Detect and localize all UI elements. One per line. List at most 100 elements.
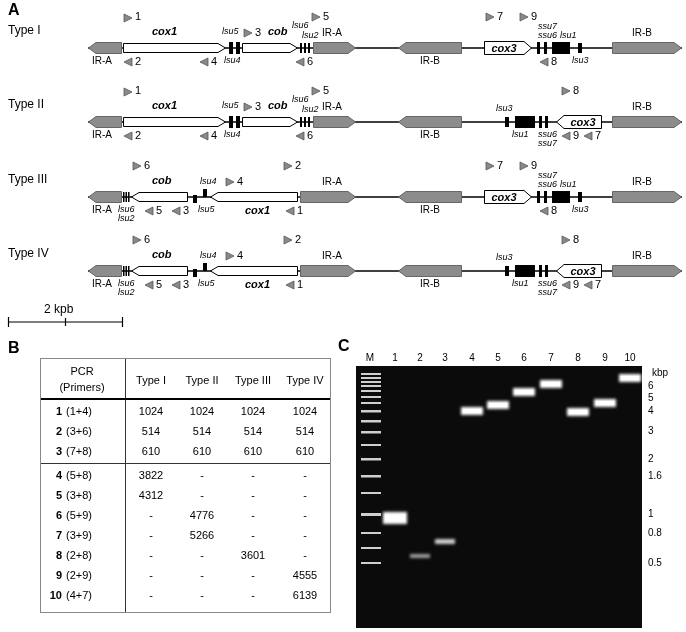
- repeat-label: IR-A: [92, 279, 112, 289]
- rna-gene-label: lsu2: [302, 105, 319, 114]
- repeat-label: IR-B: [632, 28, 652, 38]
- rna-gene-label: lsu3: [572, 205, 589, 214]
- row-label: 2 kpb: [44, 303, 73, 315]
- rna-gene-label: lsu5: [222, 101, 239, 110]
- table-cell: 6139: [293, 590, 317, 601]
- repeat-arrow: IR-B: [612, 42, 682, 54]
- sample-bands: [383, 374, 641, 558]
- rna-gene-label: lsu1: [512, 130, 529, 139]
- repeat-label: IR-B: [632, 102, 652, 112]
- table-cell: Type I: [136, 375, 166, 386]
- rna-gene-label: lsu3: [572, 56, 589, 65]
- repeat-label: IR-B: [632, 251, 652, 261]
- repeat-label: IR-A: [322, 102, 342, 112]
- primer-number: 7: [497, 160, 503, 171]
- row-label: Type I: [8, 24, 41, 36]
- arrow-outline: [89, 192, 122, 203]
- primer-number: 6: [144, 160, 150, 171]
- table-cell: 514: [193, 426, 211, 437]
- arrow-outline: [124, 118, 226, 127]
- lane-label: 4: [469, 353, 475, 363]
- table-cell: (3+8): [66, 490, 92, 501]
- repeat-label: IR-B: [632, 177, 652, 187]
- arrow-outline: [613, 43, 682, 54]
- primer-number: 4: [211, 130, 217, 141]
- table-cell: -: [303, 470, 307, 481]
- repeat-arrow: IR-B: [398, 191, 462, 203]
- primer-number: 5: [156, 279, 162, 290]
- primer-number: 8: [573, 85, 579, 96]
- table-cell: -: [303, 490, 307, 501]
- arrow-shape: [123, 117, 226, 127]
- primer-number: 3: [255, 101, 261, 112]
- table-cell: (2+8): [66, 550, 92, 561]
- gene-arrow: cox3: [484, 41, 532, 55]
- arrow-outline: [557, 265, 602, 278]
- primer-number: 1: [297, 205, 303, 216]
- arrow-shape: [242, 117, 298, 127]
- arrow-outline: [124, 44, 226, 53]
- table-cell: (7+8): [66, 446, 92, 457]
- table-row-number: 7: [56, 530, 62, 541]
- primer-number: 7: [497, 11, 503, 22]
- repeat-arrow: IR-A: [88, 42, 122, 54]
- primer-number: 6: [307, 56, 313, 67]
- table-row-number: 6: [56, 510, 62, 521]
- table-cell: (4+7): [66, 590, 92, 601]
- table-row-number: 10: [50, 590, 62, 601]
- table-row-number: 8: [56, 550, 62, 561]
- gene-label: cox3: [570, 117, 595, 128]
- rna-gene-label: ssu6: [538, 279, 557, 288]
- primer-number: 8: [573, 234, 579, 245]
- table-row-number: 9: [56, 570, 62, 581]
- repeat-label: IR-A: [322, 251, 342, 261]
- arrow-shape: [612, 265, 682, 277]
- arrow-shape: [88, 191, 122, 203]
- arrow-outline: [301, 192, 356, 203]
- gene-arrow: cob: [242, 117, 298, 127]
- arrow-outline: [613, 192, 682, 203]
- gene-arrow: cox3: [556, 264, 602, 278]
- repeat-arrow: IR-B: [612, 116, 682, 128]
- repeat-arrow: IR-A: [313, 42, 356, 54]
- repeat-label: IR-B: [420, 56, 440, 66]
- arrow-shape: [300, 191, 356, 203]
- gene-arrow: cob: [131, 266, 188, 276]
- table-cell: Type III: [235, 375, 271, 386]
- rna-gene-label: ssu6: [538, 180, 557, 189]
- size-marker: 1: [648, 509, 654, 519]
- table-cell: 1024: [190, 406, 214, 417]
- arrow-shape: [612, 116, 682, 128]
- table-row-number: 3: [56, 446, 62, 457]
- arrow-shape: [300, 265, 356, 277]
- arrow-shape: [131, 266, 188, 276]
- table-cell: 4555: [293, 570, 317, 581]
- rna-gene-label: lsu3: [496, 253, 513, 262]
- repeat-arrow: IR-B: [398, 265, 462, 277]
- table-cell: (1+4): [66, 406, 92, 417]
- rna-gene-label: lsu2: [118, 214, 135, 223]
- size-marker: 0.5: [648, 558, 662, 568]
- arrow-shape: [131, 192, 188, 202]
- arrow-outline: [485, 42, 532, 55]
- table-cell: 3601: [241, 550, 265, 561]
- arrow-outline: [613, 266, 682, 277]
- lane-label: 7: [548, 353, 554, 363]
- arrow-shape: [88, 265, 122, 277]
- table-cell: -: [251, 470, 255, 481]
- table-cell: 1024: [241, 406, 265, 417]
- lane-label: 10: [624, 353, 635, 363]
- repeat-label: IR-A: [92, 56, 112, 66]
- table-cell: -: [149, 590, 153, 601]
- primer-number: 1: [297, 279, 303, 290]
- primer-number: 5: [323, 11, 329, 22]
- lane-label: 3: [442, 353, 448, 363]
- table-cell: (3+9): [66, 530, 92, 541]
- table-cell: Type IV: [286, 375, 323, 386]
- primer-number: 9: [531, 160, 537, 171]
- table-cell: 1024: [293, 406, 317, 417]
- arrow-shape: [123, 43, 226, 53]
- gene-label: cox3: [570, 266, 595, 277]
- arrow-outline: [399, 266, 462, 277]
